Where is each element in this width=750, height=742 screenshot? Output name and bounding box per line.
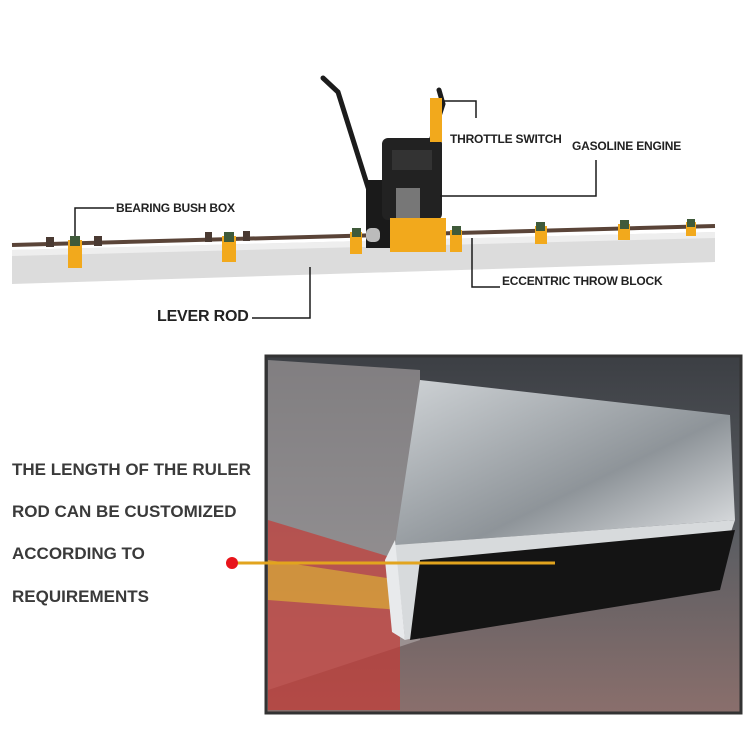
description-line-4: REQUIREMENTS	[12, 587, 149, 606]
lever-rod-label: LEVER ROD	[157, 308, 249, 325]
eccentric-throw-block-label: ECCENTRIC THROW BLOCK	[502, 274, 663, 288]
description-line-1: THE LENGTH OF THE RULER	[12, 460, 251, 479]
lever-rod-beam	[12, 232, 715, 284]
shaft-rod	[11, 224, 716, 247]
bearing-bush-box-label: BEARING BUSH BOX	[116, 201, 235, 215]
yellow-base	[390, 218, 446, 252]
bearing-bush-box-leader	[74, 207, 114, 236]
lever-rod-leader	[252, 267, 311, 319]
ruler-rod-photo	[264, 354, 743, 715]
gasoline-engine-leader	[440, 160, 597, 197]
gasoline-engine-label: GASOLINE ENGINE	[572, 139, 682, 153]
description-line-3: ACCORDING TO	[12, 544, 145, 563]
throttle-switch-label: THROTTLE SWITCH	[450, 132, 562, 146]
throttle-switch-leader	[444, 100, 477, 118]
pointer-dot	[226, 557, 238, 569]
eccentric-throw-block-leader	[471, 238, 500, 288]
description-line-2: ROD CAN BE CUSTOMIZED	[12, 502, 237, 521]
